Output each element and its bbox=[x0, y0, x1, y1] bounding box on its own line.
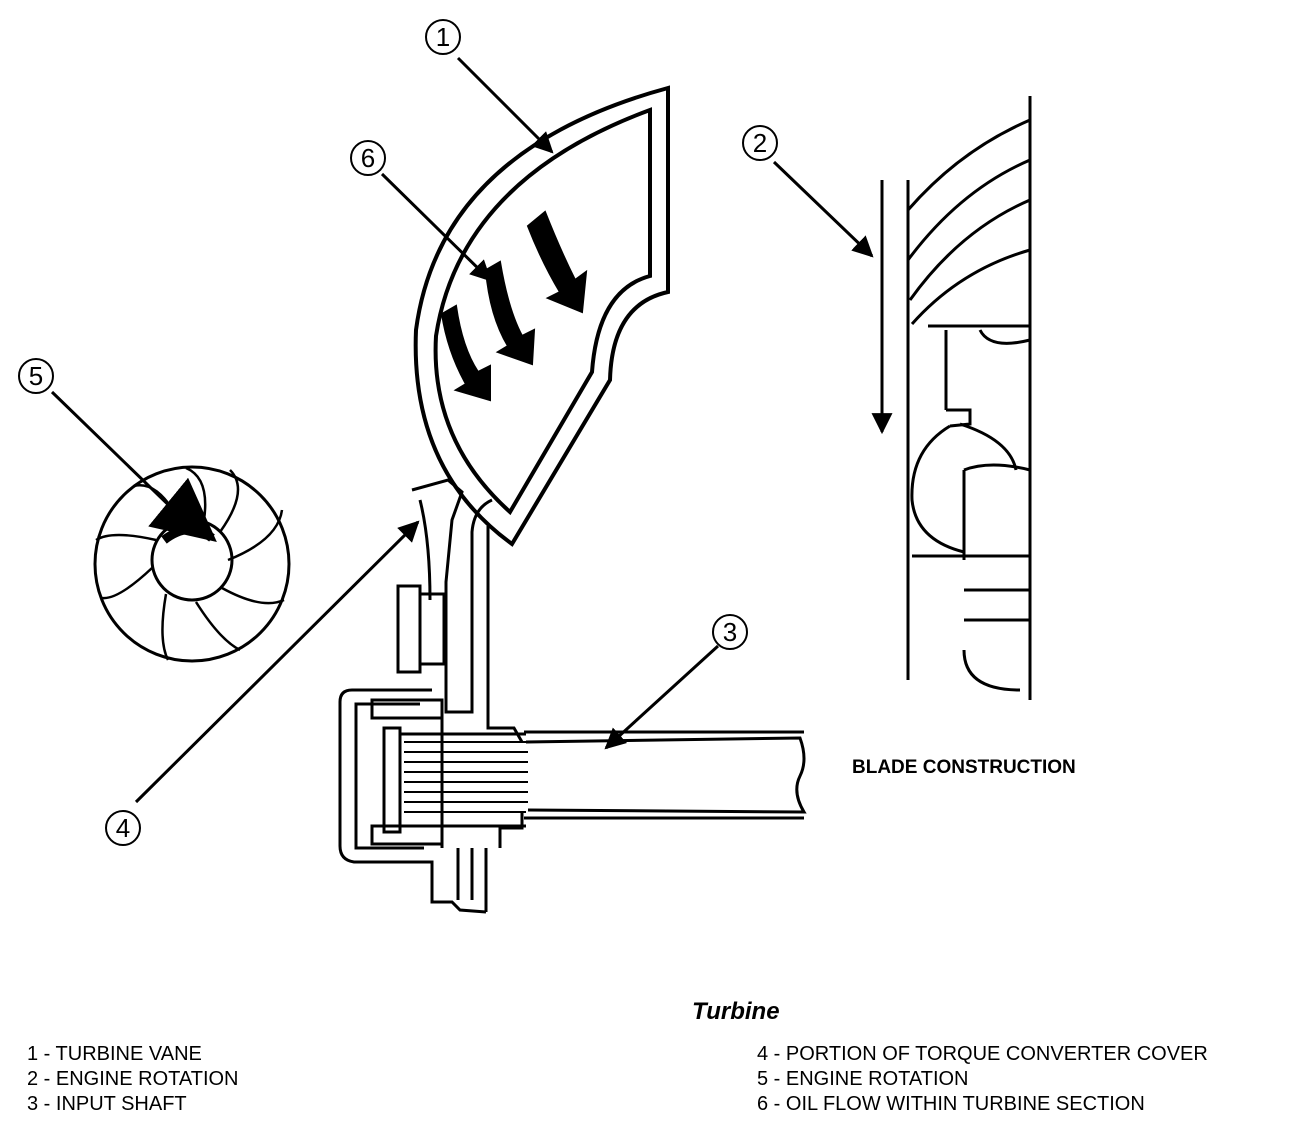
legend-item: 1 - TURBINE VANE bbox=[27, 1043, 202, 1065]
turbine-vane bbox=[413, 85, 670, 547]
callout-4: 4 bbox=[105, 810, 141, 846]
svg-text:5: 5 bbox=[29, 361, 43, 391]
callout-3: 3 bbox=[712, 614, 748, 650]
turbine-wheel-view bbox=[93, 465, 291, 663]
legend-left: 1 - TURBINE VANE 2 - ENGINE ROTATION 3 -… bbox=[27, 1042, 239, 1117]
legend-item: 6 - OIL FLOW WITHIN TURBINE SECTION bbox=[757, 1093, 1145, 1115]
blade-construction-label: BLADE CONSTRUCTION bbox=[852, 757, 1076, 778]
svg-text:6: 6 bbox=[361, 143, 375, 173]
converter-cover-and-hub bbox=[338, 478, 524, 914]
legend-item: 5 - ENGINE ROTATION bbox=[757, 1068, 969, 1090]
svg-text:4: 4 bbox=[116, 813, 130, 843]
callout-1: 1 bbox=[425, 19, 461, 55]
callout-2: 2 bbox=[742, 125, 778, 161]
callout-5: 5 bbox=[18, 358, 54, 394]
blade-construction-detail bbox=[906, 96, 1032, 700]
leader-lines bbox=[50, 56, 874, 804]
svg-text:1: 1 bbox=[436, 22, 450, 52]
legend-item: 4 - PORTION OF TORQUE CONVERTER COVER bbox=[757, 1043, 1208, 1065]
svg-text:3: 3 bbox=[723, 617, 737, 647]
callout-6: 6 bbox=[350, 140, 386, 176]
input-shaft bbox=[382, 726, 807, 834]
figure-caption: Turbine bbox=[692, 998, 780, 1025]
legend-item: 2 - ENGINE ROTATION bbox=[27, 1068, 239, 1090]
legend-item: 3 - INPUT SHAFT bbox=[27, 1093, 187, 1115]
legend-right: 4 - PORTION OF TORQUE CONVERTER COVER 5 … bbox=[757, 1042, 1208, 1117]
svg-text:2: 2 bbox=[753, 128, 767, 158]
oil-flow-arrows bbox=[440, 210, 588, 402]
